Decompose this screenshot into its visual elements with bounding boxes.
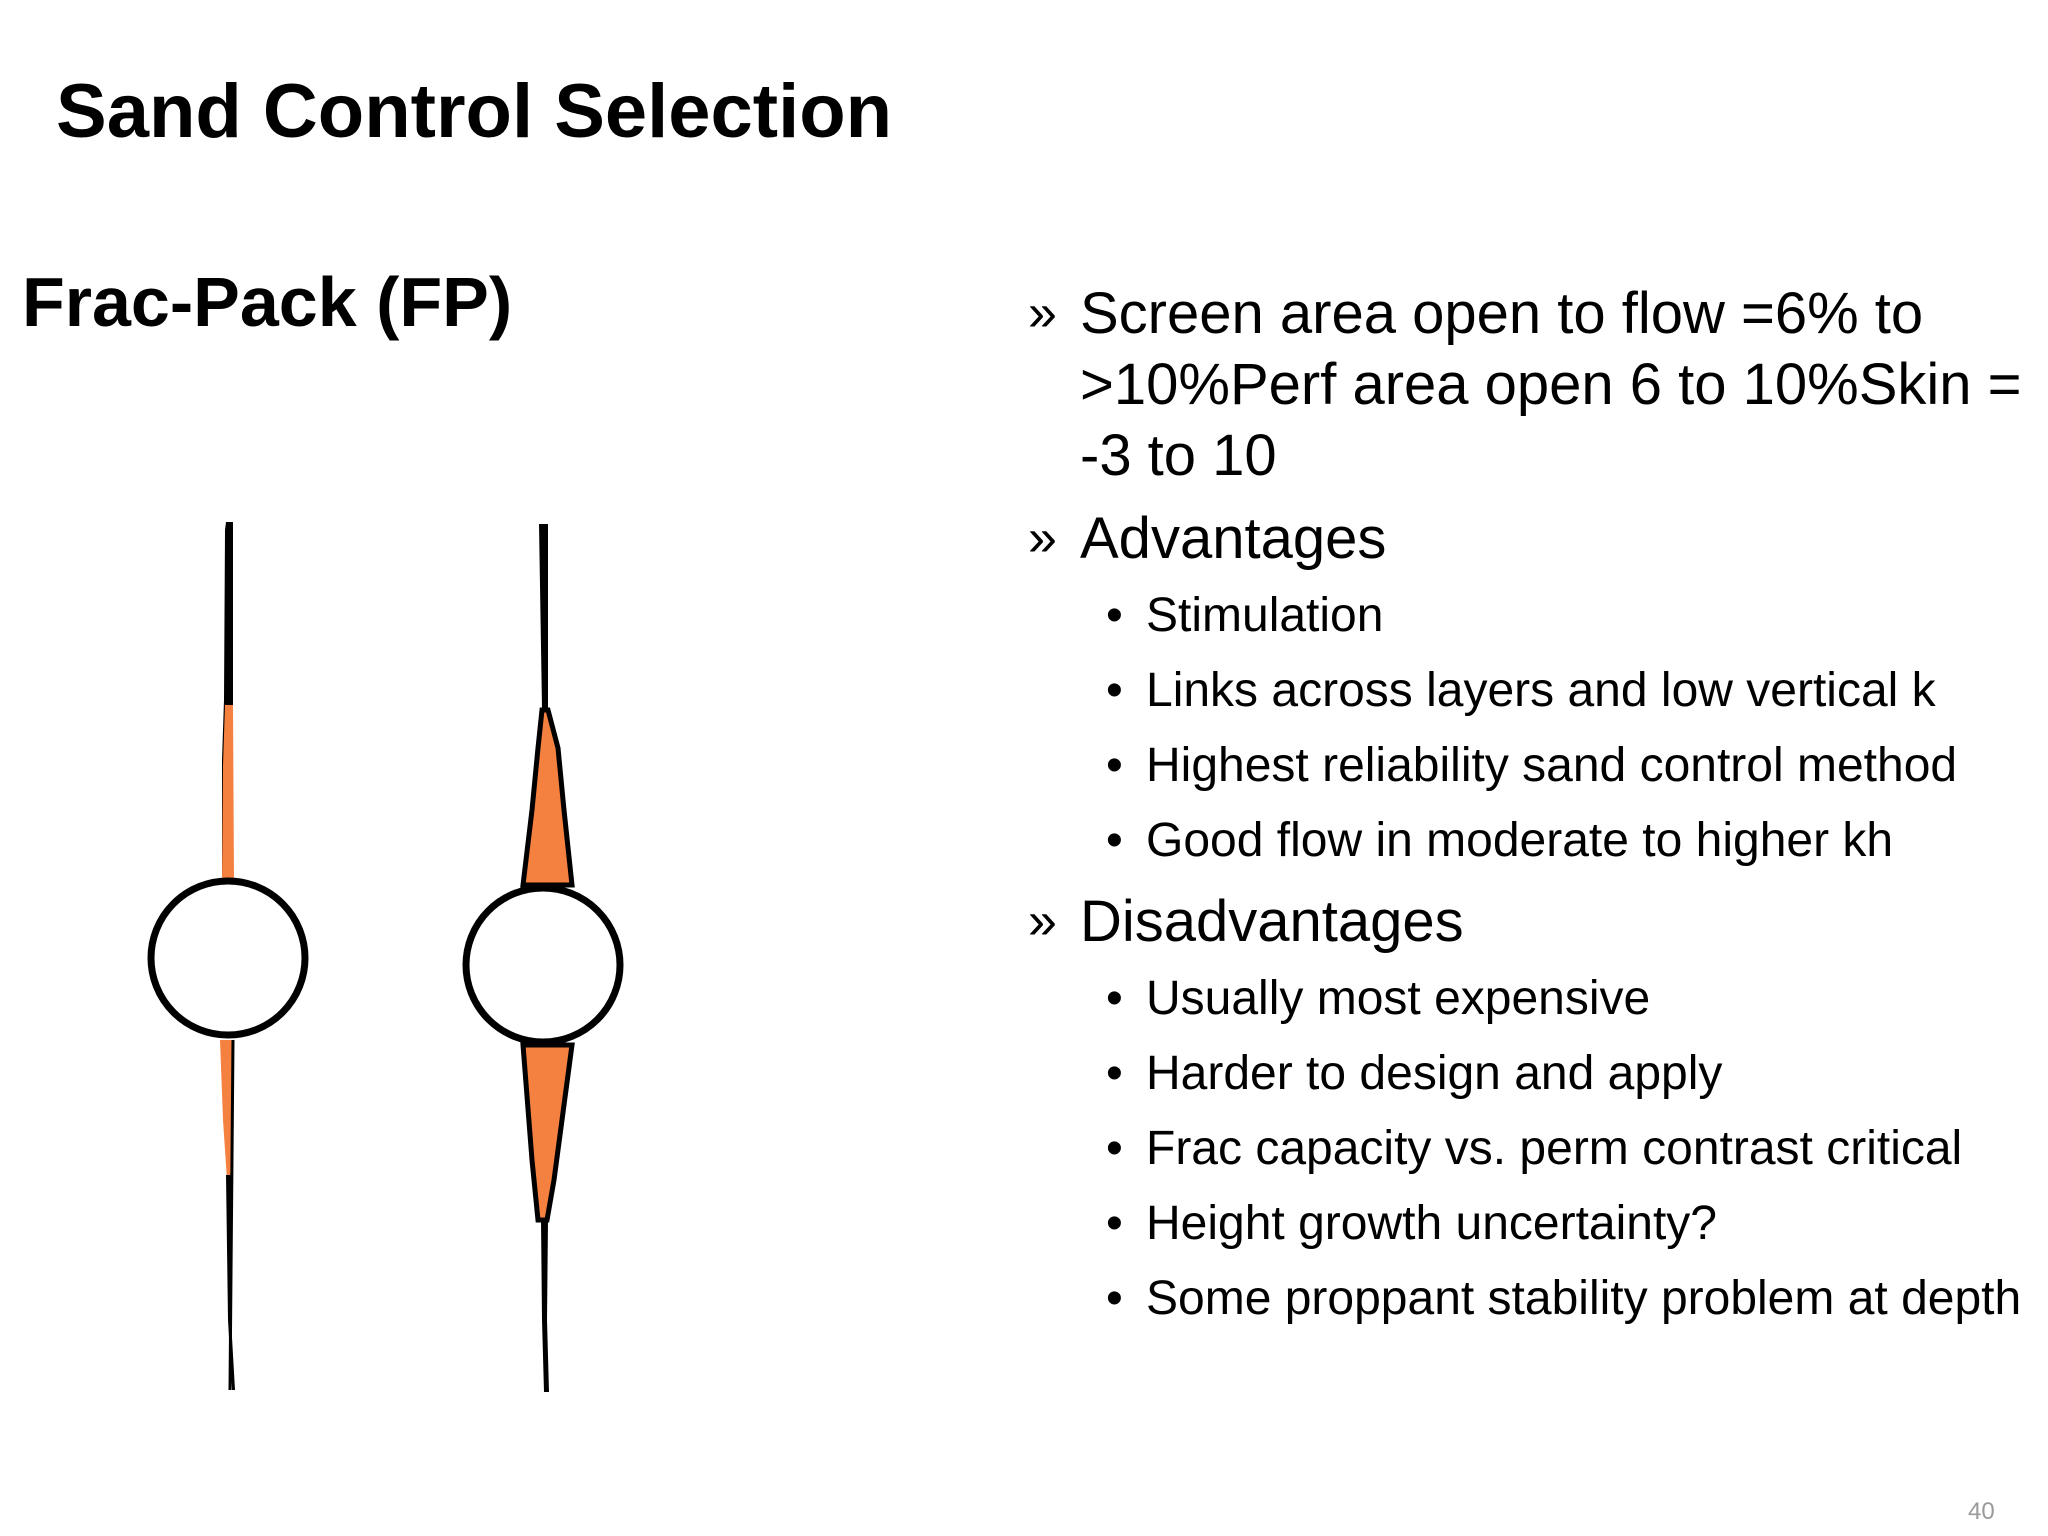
bullet-screen-area: » Screen area open to flow =6% to >10%Pe…	[1028, 278, 2038, 491]
sub-bullet-frac-capacity: • Frac capacity vs. perm contrast critic…	[1028, 1119, 2038, 1179]
sub-bullet-harder-to-design: • Harder to design and apply	[1028, 1044, 2038, 1104]
dot-bullet-icon: •	[1106, 814, 1123, 867]
dot-bullet-icon: •	[1106, 589, 1123, 642]
dot-bullet-icon: •	[1106, 739, 1123, 792]
sub-bullet-stimulation: • Stimulation	[1028, 586, 2038, 646]
page-number: 40	[1968, 1498, 1995, 1525]
dot-bullet-icon: •	[1106, 972, 1123, 1025]
sub-bullet-text: Some proppant stability problem at depth	[1146, 1272, 2022, 1325]
chevron-bullet-icon: »	[1028, 892, 1057, 950]
sub-bullet-text: Highest reliability sand control method	[1146, 739, 1958, 792]
lower-wide-fracture-black	[541, 1220, 549, 1392]
dot-bullet-icon: •	[1106, 1197, 1123, 1250]
bullet-list: » Screen area open to flow =6% to >10%Pe…	[1028, 278, 2038, 1344]
sub-bullet-text: Good flow in moderate to higher kh	[1146, 814, 1894, 867]
lower-narrow-fracture-fill	[220, 1040, 234, 1180]
dot-bullet-icon: •	[1106, 1122, 1123, 1175]
bullet-advantages: » Advantages	[1028, 503, 2038, 574]
wide-fracture-wellbore	[462, 524, 624, 1392]
bullet-disadvantages: » Disadvantages	[1028, 886, 2038, 957]
frac-pack-diagram	[147, 522, 624, 1392]
dot-bullet-icon: •	[1106, 1047, 1123, 1100]
sub-bullet-most-expensive: • Usually most expensive	[1028, 969, 2038, 1029]
wide-wellbore-circle	[462, 884, 624, 1046]
bullet-text: Advantages	[1080, 506, 1387, 571]
sub-bullet-proppant-stability: • Some proppant stability problem at dep…	[1028, 1269, 2038, 1329]
narrow-fracture-wellbore	[147, 522, 309, 1391]
sub-bullet-text: Height growth uncertainty?	[1146, 1197, 1717, 1250]
bullet-text: Screen area open to flow =6% to >10%Perf…	[1080, 281, 2022, 488]
lower-narrow-fracture-edge	[228, 1039, 235, 1391]
sub-bullet-links-across-layers: • Links across layers and low vertical k	[1028, 661, 2038, 721]
sub-bullet-good-flow: • Good flow in moderate to higher kh	[1028, 811, 2038, 871]
sub-bullet-text: Links across layers and low vertical k	[1146, 664, 1936, 717]
sub-bullet-text: Stimulation	[1146, 589, 1384, 642]
bullet-text: Disadvantages	[1080, 889, 1464, 954]
dot-bullet-icon: •	[1106, 1272, 1123, 1325]
slide-subtitle: Frac-Pack (FP)	[22, 263, 513, 341]
dot-bullet-icon: •	[1106, 664, 1123, 717]
sub-bullet-text: Harder to design and apply	[1146, 1047, 1723, 1100]
sub-bullet-height-growth: • Height growth uncertainty?	[1028, 1194, 2038, 1254]
chevron-bullet-icon: »	[1028, 509, 1057, 567]
sub-bullet-highest-reliability: • Highest reliability sand control metho…	[1028, 736, 2038, 796]
sub-bullet-text: Frac capacity vs. perm contrast critical	[1146, 1122, 1963, 1175]
upper-narrow-fracture-fill	[222, 705, 234, 880]
sub-bullet-text: Usually most expensive	[1146, 972, 1651, 1025]
chevron-bullet-icon: »	[1028, 284, 1057, 342]
narrow-wellbore-circle	[147, 877, 309, 1039]
upper-wide-fracture-black	[539, 524, 548, 708]
upper-wide-fracture-fill	[520, 707, 575, 888]
slide-title: Sand Control Selection	[56, 69, 893, 154]
lower-wide-fracture-fill	[520, 1042, 575, 1223]
